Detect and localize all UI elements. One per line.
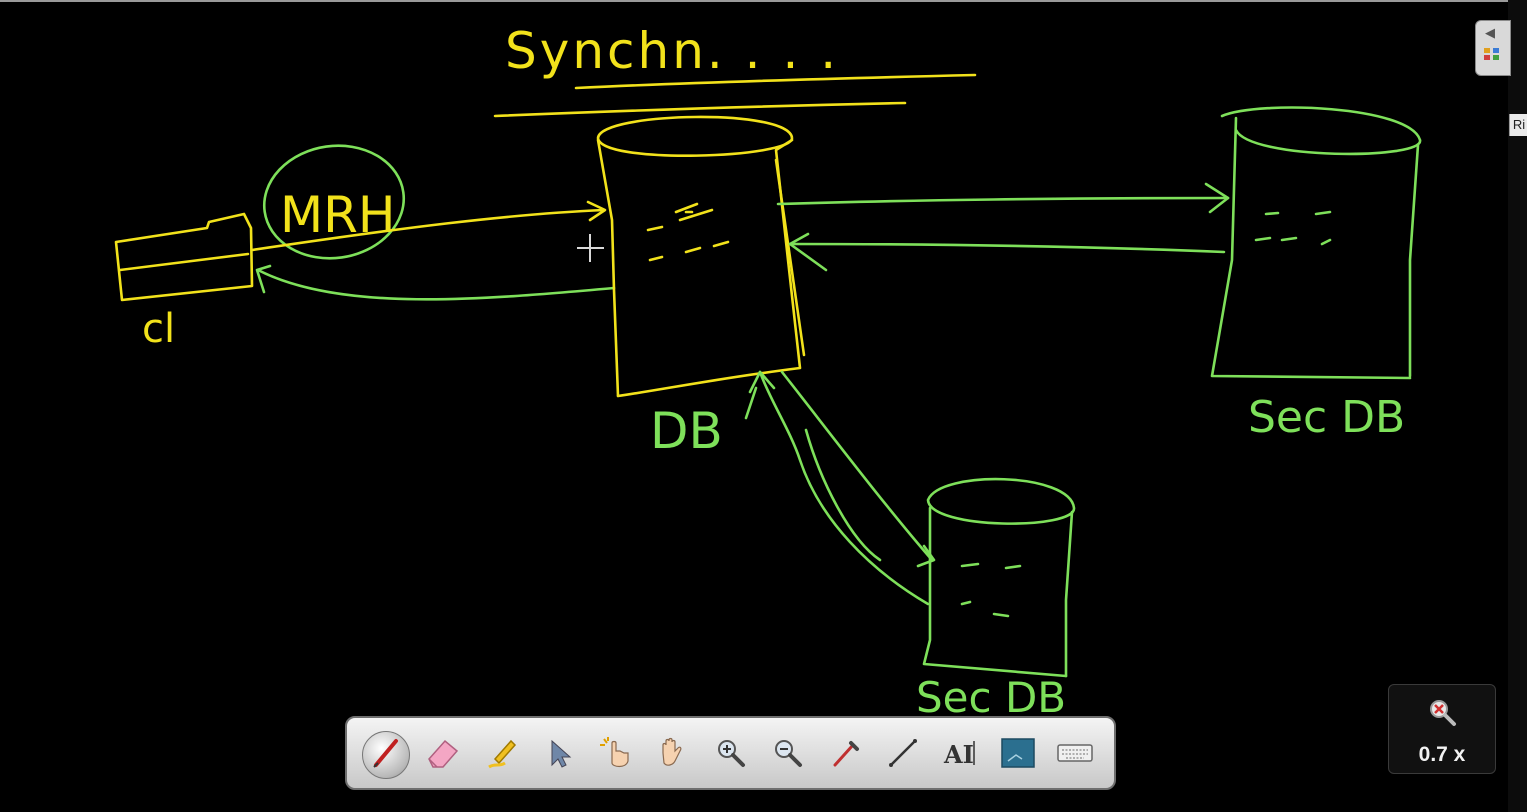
tool-zoom-out[interactable] [759, 723, 816, 783]
client-to-db-arrowhead [586, 200, 607, 222]
tool-keyboard[interactable] [1047, 723, 1104, 783]
tool-background[interactable] [989, 723, 1046, 783]
tool-pan[interactable] [644, 723, 701, 783]
arrow-cursor-icon [551, 739, 572, 768]
primary-db-label: DB [650, 402, 723, 460]
highlighter-icon [487, 739, 516, 769]
secondary-db-bottom-label: Sec DB [916, 673, 1066, 722]
secdb-right-to-db-arrowhead [788, 232, 828, 272]
line-icon [888, 739, 917, 767]
text-icon: AI [943, 740, 976, 769]
db-to-secdb-right-arrowhead [1204, 182, 1230, 214]
pen-icon [373, 739, 398, 768]
zoom-reset-icon [1430, 700, 1456, 726]
secdb-bottom-to-db-arrowhead [748, 370, 776, 394]
tool-text[interactable]: AI [932, 723, 989, 783]
collapse-arrow-icon: ◀ [1485, 25, 1495, 40]
db-to-secdb-right-arrow [776, 196, 1230, 206]
secdb-bottom-to-db-arrow [758, 370, 930, 606]
hand-icon [662, 737, 682, 766]
tool-select[interactable] [529, 723, 586, 783]
tool-zoom-in[interactable] [702, 723, 759, 783]
window-edge-strip [1508, 0, 1527, 812]
client-label: cl [142, 306, 175, 352]
tool-eraser[interactable] [414, 723, 471, 783]
background-icon [1001, 738, 1035, 768]
db-to-secdb-bottom-arrowhead [916, 544, 936, 568]
tool-click[interactable] [587, 723, 644, 783]
keyboard-icon [1057, 744, 1094, 762]
crosshair-cursor-icon [577, 234, 604, 262]
secondary-db-bottom-cylinder [922, 477, 1076, 678]
db-label-arrow-stroke [744, 386, 758, 420]
mrh-label: MRH [280, 186, 395, 244]
db-to-client-arrow [256, 268, 616, 301]
client-to-db-arrow [250, 208, 606, 252]
eyedropper-icon [833, 741, 860, 767]
tool-pen[interactable] [357, 723, 414, 783]
secondary-db-right-cylinder [1210, 106, 1422, 380]
palette-icon [1484, 48, 1499, 60]
primary-db-cylinder [596, 115, 806, 398]
window-top-border [0, 0, 1527, 2]
secondary-db-right-label: Sec DB [1248, 392, 1405, 443]
title-handwriting: Synchn. . . . [505, 22, 839, 80]
side-panel-toggle[interactable]: ◀ [1475, 20, 1511, 76]
zoom-in-icon [717, 740, 745, 767]
tool-highlighter[interactable] [472, 723, 529, 783]
svg-text:AI: AI [943, 740, 974, 769]
click-hand-icon [599, 737, 629, 768]
db-to-client-arrowhead [255, 264, 272, 294]
tool-color-picker[interactable] [817, 723, 874, 783]
eraser-icon [428, 739, 459, 768]
title-underline-2 [493, 101, 907, 118]
client-box [114, 212, 254, 302]
window-edge-label[interactable]: Ri [1509, 114, 1527, 136]
drawing-toolbar: AI [345, 716, 1116, 790]
zoom-level-panel[interactable]: 0.7 x [1388, 684, 1496, 774]
zoom-level-value: 0.7 x [1418, 743, 1466, 766]
zoom-out-icon [775, 740, 803, 767]
db-to-secdb-bottom-arrow [780, 370, 934, 562]
title-underline-1 [574, 73, 977, 90]
secdb-bottom-return-stroke [804, 428, 882, 562]
tool-line[interactable] [874, 723, 931, 783]
secdb-right-to-db-arrow [788, 242, 1226, 254]
mrh-ellipse [262, 144, 406, 260]
